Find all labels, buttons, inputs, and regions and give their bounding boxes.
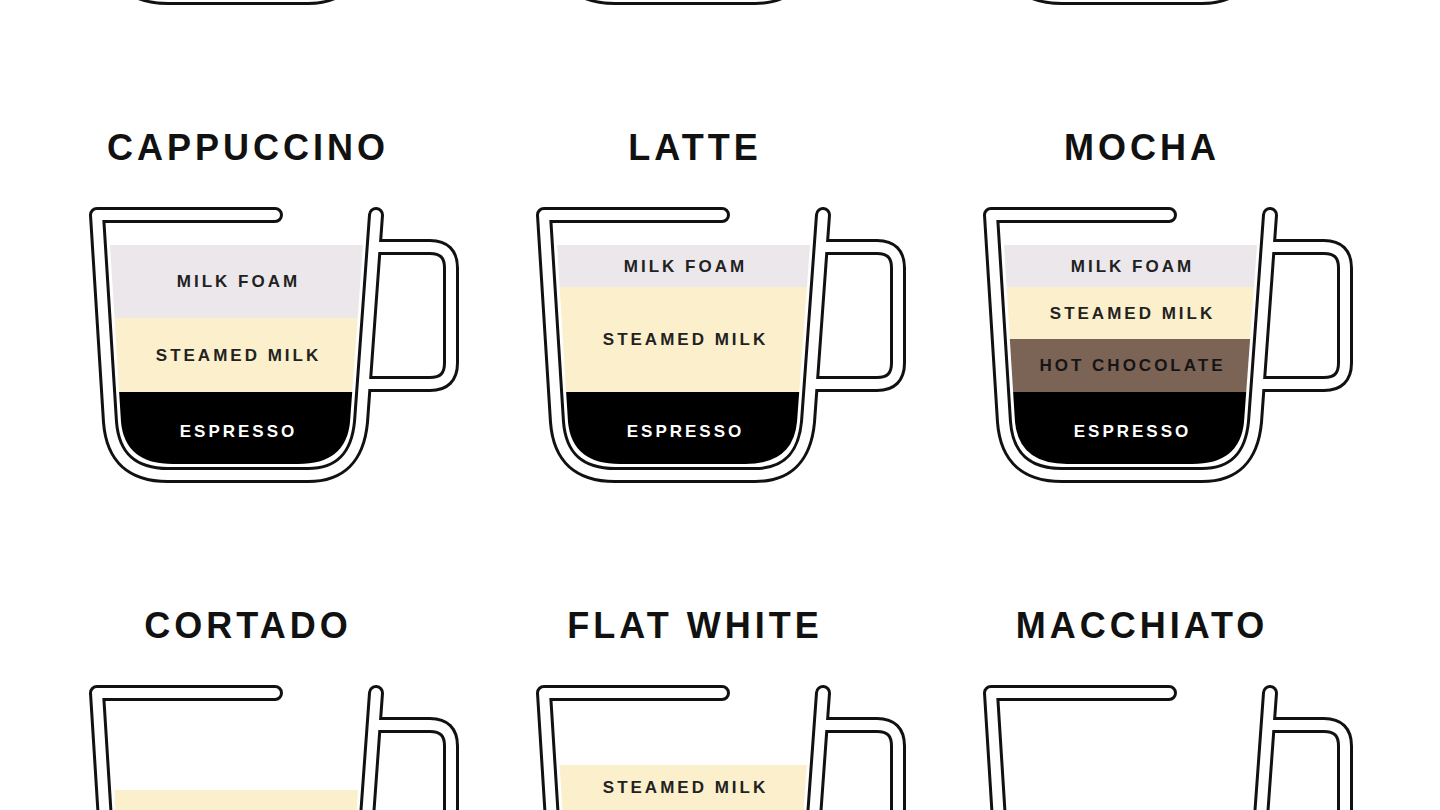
layer-fill (1000, 339, 1262, 392)
layer-fill (106, 392, 368, 470)
cup-handle (364, 725, 451, 810)
layer-band: STEAMED MILK (106, 318, 368, 392)
cup: CORTADO (88, 595, 468, 810)
layer-fill (1000, 245, 1262, 287)
layer-band: HOT CHOCOLATE (1000, 339, 1262, 392)
drink-name: MACCHIATO (1012, 608, 1269, 644)
layer-label: STEAMED MILK (153, 347, 321, 364)
cup-handle (811, 247, 898, 384)
layer-band: STEAMED MILK (553, 765, 815, 810)
cup: LATTE MILK FOAM STEAMED MILK ESPRESSO (535, 117, 915, 497)
layer-band: ESPRESSO (1000, 392, 1262, 470)
layer-fill (553, 765, 815, 810)
drink-name: CAPPUCCINO (103, 130, 389, 166)
cup: MOCHA MILK FOAM STEAMED MILK HOT CHOCOLATE E… (982, 117, 1362, 497)
milk-layer (80, 790, 400, 810)
layer-band: STEAMED MILK (1000, 287, 1262, 339)
layer-label: ESPRESSO (624, 423, 745, 440)
drink-name: FLAT WHITE (563, 608, 822, 644)
cup: CAPPUCCINO MILK FOAM STEAMED MILK ESPRESSO (88, 117, 468, 497)
cup-wall (991, 693, 1270, 810)
layer-label: STEAMED MILK (1047, 305, 1215, 322)
drink-name: MOCHA (1060, 130, 1220, 166)
cup-handle (1258, 247, 1345, 384)
layer-label: STEAMED MILK (600, 779, 768, 796)
layer-band: STEAMED MILK (553, 287, 815, 392)
title-holder: MOCHA (940, 117, 1340, 179)
cup-wall (97, 693, 376, 810)
layer-fill (106, 318, 368, 392)
cup-handle (811, 725, 898, 810)
layer-band: MILK FOAM (553, 245, 815, 287)
layer-label: STEAMED MILK (600, 331, 768, 348)
layer-band: ESPRESSO (106, 392, 368, 470)
cup-wall (97, 693, 376, 810)
title-holder: FLAT WHITE (493, 595, 893, 657)
title-holder: CORTADO (46, 595, 446, 657)
cup-outline (982, 685, 1362, 810)
layer-label: MILK FOAM (621, 258, 747, 275)
drink-name: LATTE (624, 130, 761, 166)
layer-fill (553, 287, 815, 392)
cup-outline (88, 685, 468, 810)
cup-handle (364, 247, 451, 384)
layer-label: MILK FOAM (174, 273, 300, 290)
layer-fill (553, 392, 815, 470)
layer-label: HOT CHOCOLATE (1036, 357, 1225, 374)
title-holder: MACCHIATO (940, 595, 1340, 657)
layer-band: MILK FOAM (106, 245, 368, 318)
layer-fill (106, 245, 368, 318)
cup: FLAT WHITE STEAMED MILK (535, 595, 915, 810)
layer-band: MILK FOAM (1000, 245, 1262, 287)
title-holder: LATTE (493, 117, 893, 179)
layer-fill (1000, 287, 1262, 339)
layer-label: ESPRESSO (1071, 423, 1192, 440)
layer-label: MILK FOAM (1068, 258, 1194, 275)
cup-wall (991, 693, 1270, 810)
layer-band: ESPRESSO (553, 392, 815, 470)
drink-name: CORTADO (140, 608, 351, 644)
title-holder: CAPPUCCINO (46, 117, 446, 179)
cup-handle (1258, 725, 1345, 810)
layer-label: ESPRESSO (177, 423, 298, 440)
cup: MACCHIATO (982, 595, 1362, 810)
layer-fill (1000, 392, 1262, 470)
layer-fill (553, 245, 815, 287)
